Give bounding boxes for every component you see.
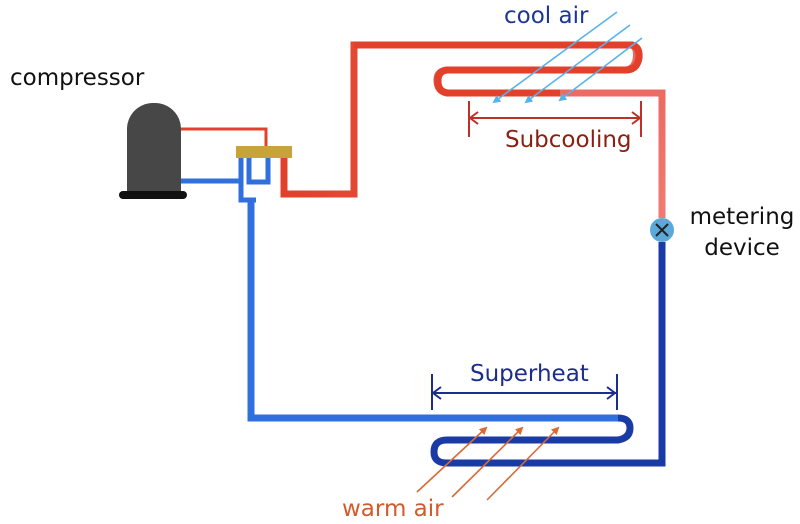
cool-air-arrow-2: [524, 24, 631, 104]
cool-air-arrow-3: [558, 37, 643, 102]
superheat-arrow-left: [431, 386, 442, 400]
cool-air-arrow-1: [492, 11, 618, 104]
metering-label-line2: device: [704, 235, 780, 261]
subcooling-label: Subcooling: [505, 127, 632, 153]
compressor-label: compressor: [10, 65, 145, 91]
warm-air-label: warm air: [342, 496, 444, 522]
condenser-coil-fade: [560, 89, 666, 218]
superheat-label: Superheat: [470, 361, 589, 387]
suction-return-line: [247, 200, 618, 422]
discharge-line-thin: [181, 127, 268, 150]
suction-tee: [246, 156, 271, 185]
subcooling-arrow-left: [468, 111, 479, 125]
cool-air-label: cool air: [504, 3, 589, 29]
compressor-foot: [119, 191, 187, 199]
liquid-line-bottom: [247, 206, 666, 467]
compressor-body-base: [127, 140, 181, 195]
suction-line-thin: [181, 158, 256, 203]
warm-air-arrow-3: [486, 426, 560, 501]
reversing-valve: [236, 146, 292, 158]
warm-air-arrow-2: [451, 426, 524, 498]
metering-device-label: metering device: [686, 203, 798, 262]
condenser-coil: [354, 41, 643, 97]
metering-device-x: [655, 223, 669, 237]
subcooling-arrow-right: [631, 111, 642, 125]
metering-label-line1: metering: [689, 204, 795, 230]
warm-air-arrow-1: [416, 426, 488, 493]
superheat-arrow-right: [606, 386, 617, 400]
